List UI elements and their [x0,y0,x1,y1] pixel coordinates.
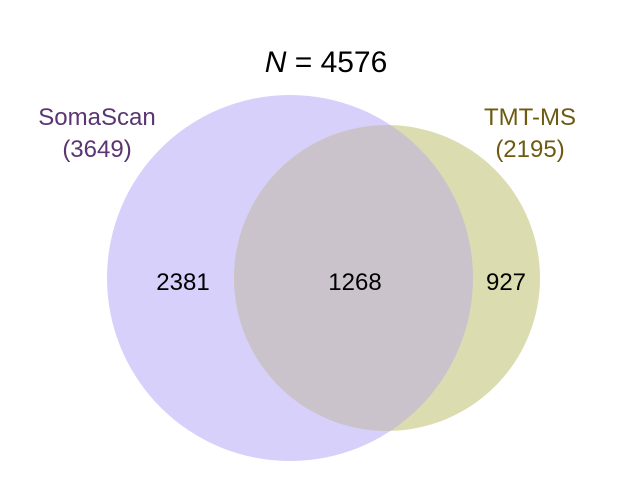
somascan-only-count: 2381 [156,269,209,296]
tmt-ms-size-label: (2195) [495,136,564,163]
somascan-label: SomaScan [38,104,155,131]
total-count-equals: = [286,46,320,79]
tmt-ms-only-count: 927 [486,269,526,296]
tmt-ms-label: TMT-MS [484,104,576,131]
total-count-title: N = 4576 [265,46,388,79]
total-count-variable: N [265,46,287,79]
total-count-value: 4576 [321,46,388,79]
intersection-count: 1268 [328,269,381,296]
somascan-size-label: (3649) [62,136,131,163]
